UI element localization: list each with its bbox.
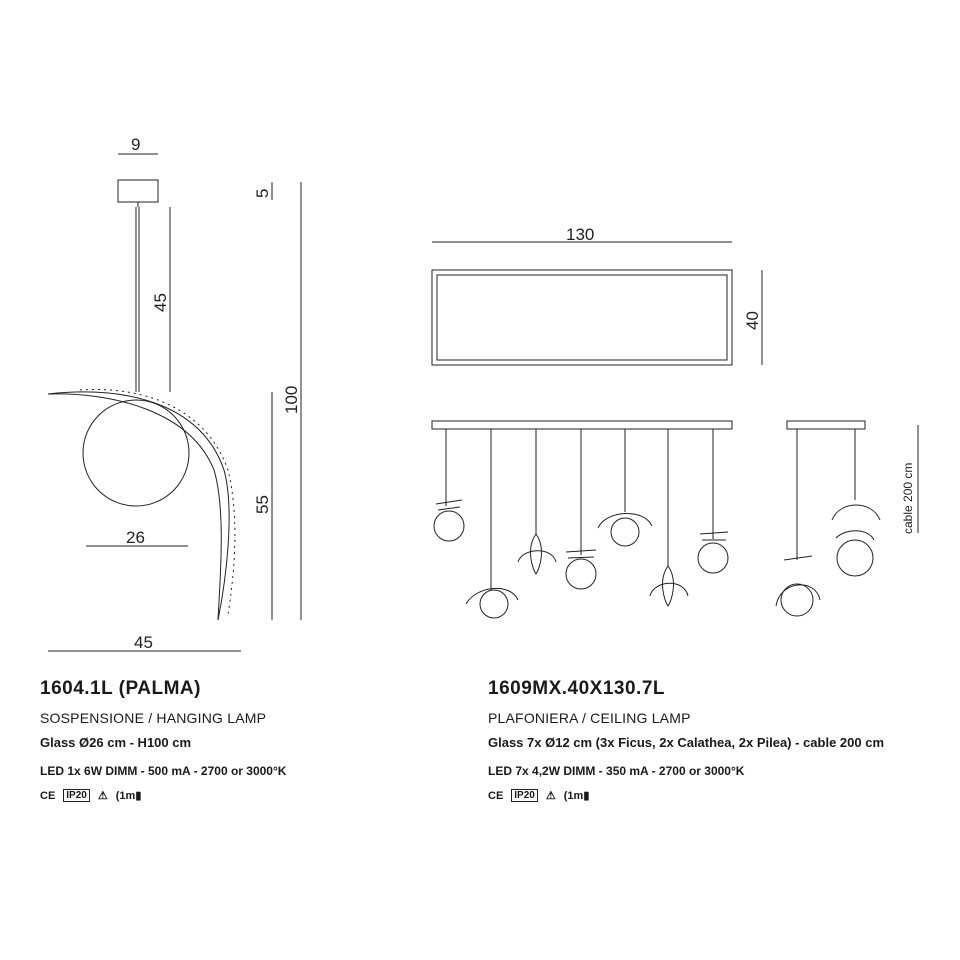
distance-icon: (1m▮ [563, 790, 590, 802]
palma-drawing: 9 45 26 45 5 100 55 [47, 135, 302, 652]
product-led-right: LED 7x 4,2W DIMM - 350 mA - 2700 or 3000… [488, 764, 745, 778]
dim-cable-length: cable 200 cm [901, 463, 915, 534]
warning-icon: ⚠ [545, 790, 556, 802]
dim-cap: 5 [253, 189, 272, 198]
product-code-left: 1604.1L (PALMA) [40, 678, 201, 699]
dim-length: 130 [566, 225, 594, 244]
certification-marks-right: CE IP20 ⚠ (1m▮ [488, 789, 589, 802]
distance-label: 1m [119, 790, 136, 802]
product-type-left: SOSPENSIONE / HANGING LAMP [40, 710, 267, 726]
ce-mark: CE [40, 789, 56, 802]
dim-glass: 26 [126, 528, 145, 547]
certification-marks-left: CE IP20 ⚠ (1m▮ [40, 789, 141, 802]
product-code-right: 1609MX.40X130.7L [488, 678, 666, 699]
product-type-right: PLAFONIERA / CEILING LAMP [488, 710, 691, 726]
warning-icon: ⚠ [97, 790, 108, 802]
ceiling-lamp-drawing: 130 40 [431, 225, 919, 619]
ce-mark: CE [488, 789, 504, 802]
dim-depth: 40 [743, 311, 762, 330]
product-led-left: LED 1x 6W DIMM - 500 mA - 2700 or 3000°K [40, 764, 287, 778]
dim-total: 100 [282, 386, 301, 414]
ip-rating: IP20 [511, 789, 538, 802]
distance-icon: (1m▮ [115, 790, 142, 802]
ip-rating: IP20 [63, 789, 90, 802]
dim-width: 45 [134, 633, 153, 652]
dim-top-width: 9 [131, 135, 140, 154]
product-glass-right: Glass 7x Ø12 cm (3x Ficus, 2x Calathea, … [488, 735, 884, 750]
dim-cable: 45 [151, 293, 170, 312]
product-glass-left: Glass Ø26 cm - H100 cm [40, 735, 192, 750]
distance-label: 1m [567, 790, 584, 802]
dim-lower: 55 [253, 495, 272, 514]
